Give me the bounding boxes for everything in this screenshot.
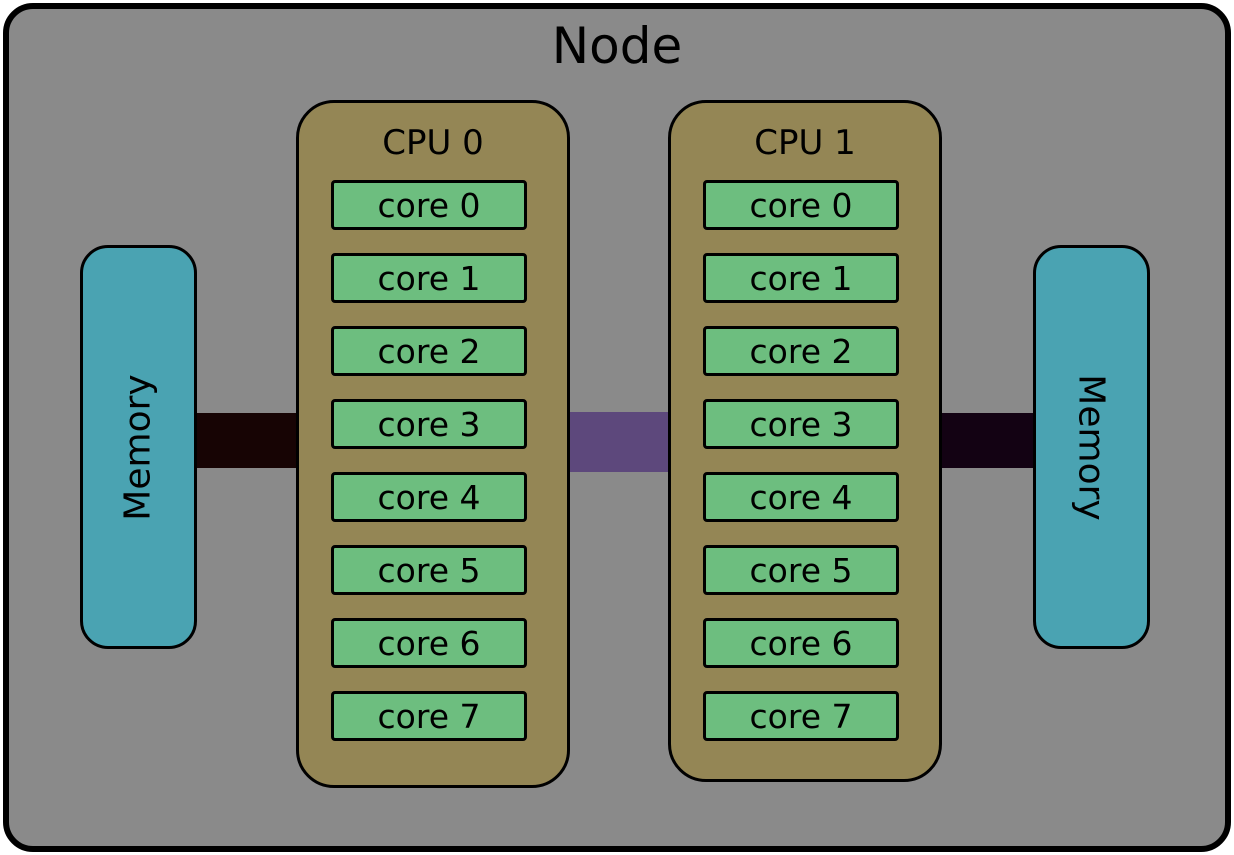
cpu-1-core-3: core 3 bbox=[703, 399, 899, 449]
cpu-0-core-0: core 0 bbox=[331, 180, 527, 230]
cpu-0-cores: core 0 core 1 core 2 core 3 core 4 core … bbox=[331, 180, 527, 741]
memory-right-label: Memory bbox=[1071, 373, 1113, 521]
memory-right: Memory bbox=[1033, 245, 1150, 649]
cpu-0-label: CPU 0 bbox=[382, 123, 484, 163]
cpu-1-cores: core 0 core 1 core 2 core 3 core 4 core … bbox=[703, 180, 899, 741]
cpu-0-core-1: core 1 bbox=[331, 253, 527, 303]
cpu-1-core-7: core 7 bbox=[703, 691, 899, 741]
cpu-0-core-4: core 4 bbox=[331, 472, 527, 522]
cpu-0-core-3: core 3 bbox=[331, 399, 527, 449]
cpu-1-label: CPU 1 bbox=[754, 123, 856, 163]
cpu-0-core-6: core 6 bbox=[331, 618, 527, 668]
memory-left: Memory bbox=[80, 245, 197, 649]
cpu-1-core-1: core 1 bbox=[703, 253, 899, 303]
cpu-1-core-2: core 2 bbox=[703, 326, 899, 376]
cpu-interconnect bbox=[567, 412, 670, 472]
memory-link-right bbox=[939, 413, 1036, 468]
node-title: Node bbox=[551, 17, 683, 75]
cpu-1-core-5: core 5 bbox=[703, 545, 899, 595]
cpu-0-core-5: core 5 bbox=[331, 545, 527, 595]
cpu-1: CPU 1 core 0 core 1 core 2 core 3 core 4… bbox=[668, 100, 942, 782]
cpu-1-core-0: core 0 bbox=[703, 180, 899, 230]
cpu-0: CPU 0 core 0 core 1 core 2 core 3 core 4… bbox=[296, 100, 570, 788]
cpu-0-core-2: core 2 bbox=[331, 326, 527, 376]
memory-left-label: Memory bbox=[118, 373, 160, 521]
memory-link-left bbox=[195, 413, 299, 468]
cpu-0-core-7: core 7 bbox=[331, 691, 527, 741]
cpu-1-core-4: core 4 bbox=[703, 472, 899, 522]
cpu-1-core-6: core 6 bbox=[703, 618, 899, 668]
